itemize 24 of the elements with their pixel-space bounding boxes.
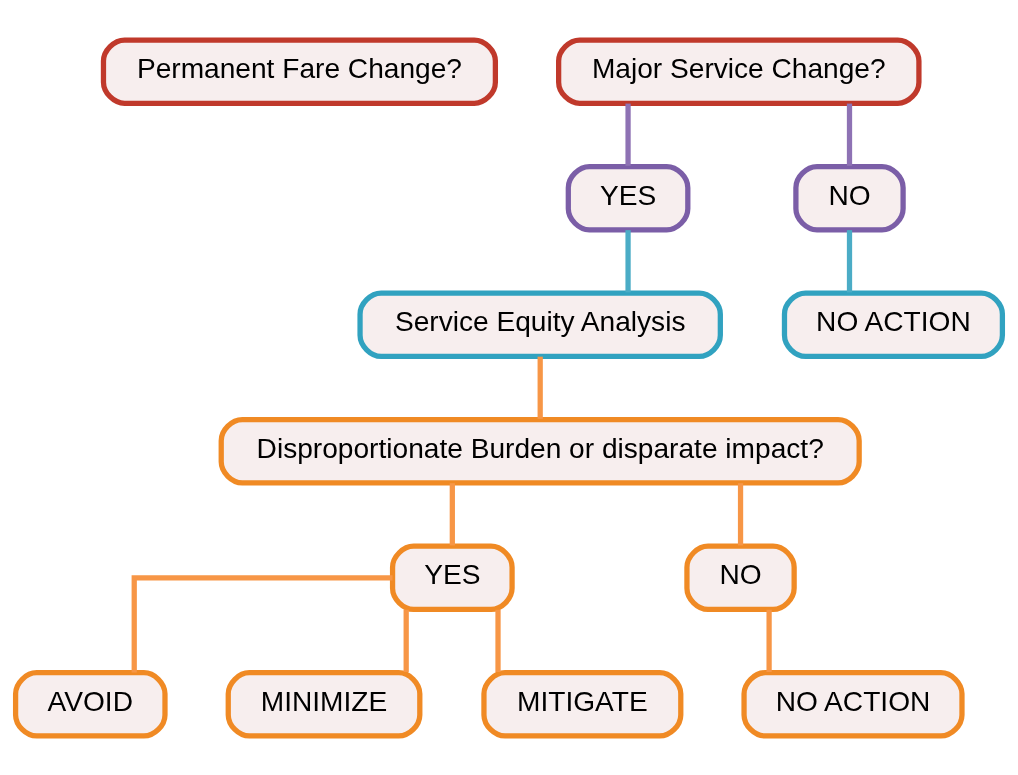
- connector: [537, 356, 543, 419]
- node-box: Permanent Fare Change?: [100, 36, 498, 106]
- node-box: NO: [793, 163, 906, 232]
- node-box: MINIMIZE: [225, 669, 423, 739]
- connector: [403, 609, 409, 672]
- node-box: Major Service Change?: [556, 36, 922, 106]
- connector: [846, 103, 853, 166]
- node-box: YES: [389, 543, 515, 612]
- node-box: NO ACTION: [781, 289, 1006, 359]
- connector: [846, 229, 853, 292]
- node-box: Disproportionate Burden or disparate impact?: [218, 416, 862, 486]
- connector: [625, 103, 631, 166]
- node-box: NO: [684, 543, 797, 612]
- node-box: MITIGATE: [481, 669, 684, 739]
- connector: [737, 482, 744, 545]
- connector: [131, 574, 393, 672]
- node-box: AVOID: [12, 669, 168, 739]
- node-box: YES: [565, 163, 691, 232]
- connector: [495, 609, 501, 672]
- node-box: NO ACTION: [741, 669, 965, 739]
- connector: [449, 482, 455, 545]
- connector: [625, 229, 631, 292]
- connector: [766, 609, 772, 672]
- node-box: Service Equity Analysis: [357, 289, 723, 359]
